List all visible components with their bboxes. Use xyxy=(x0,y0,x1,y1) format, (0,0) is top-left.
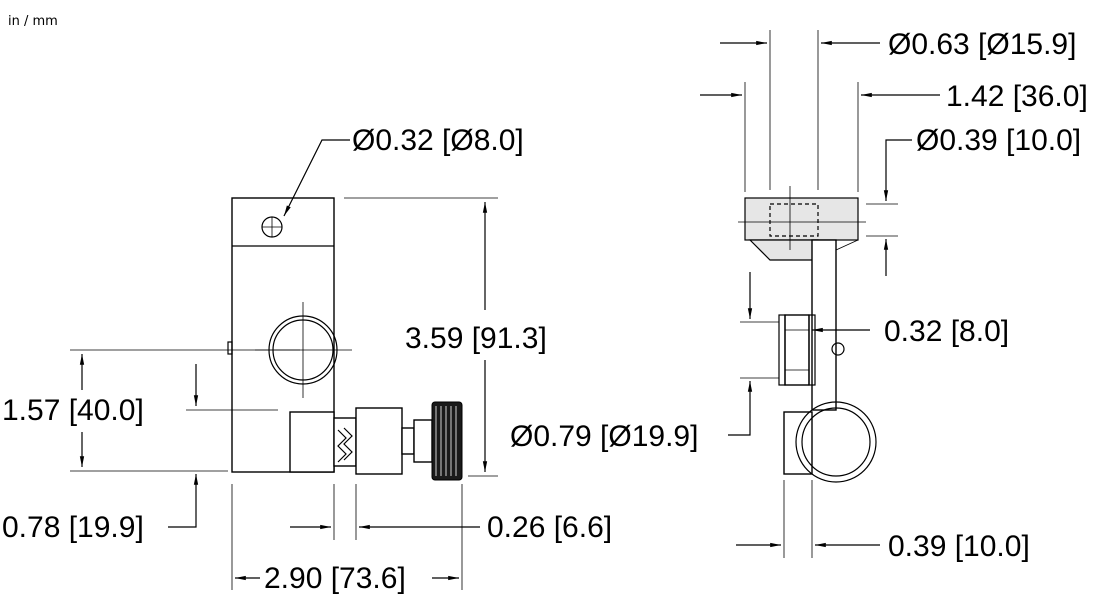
dim-bottom-width: 0.39 [10.0] xyxy=(888,530,1030,563)
front-view xyxy=(227,197,463,481)
knurled-knob xyxy=(431,401,463,481)
dim-side-hole-dia: Ø0.39 [10.0] xyxy=(916,124,1081,157)
side-bottom-block xyxy=(783,411,813,475)
screw-collar xyxy=(355,407,403,475)
dim-center-height: 1.57 [40.0] xyxy=(2,394,144,427)
dim-slot-width: 0.32 [8.0] xyxy=(884,315,1009,348)
slot-section xyxy=(784,314,810,386)
side-view xyxy=(738,186,877,483)
spring xyxy=(337,429,347,463)
dim-thread-gap: 0.26 [6.6] xyxy=(487,511,612,544)
side-dimensions xyxy=(700,30,940,558)
units-label: in / mm xyxy=(8,14,58,29)
screw-housing xyxy=(289,411,335,473)
dim-rod-dia: Ø0.63 [Ø15.9] xyxy=(888,28,1076,61)
dim-overall-height: 3.59 [91.3] xyxy=(405,322,547,355)
side-post xyxy=(811,239,837,411)
side-knob xyxy=(795,401,877,483)
front-dimensions xyxy=(70,139,498,590)
dim-base-offset: 0.78 [19.9] xyxy=(2,511,144,544)
dim-knob-dia: Ø0.79 [Ø19.9] xyxy=(510,420,698,453)
dim-overall-width: 2.90 [73.6] xyxy=(264,562,406,595)
dim-top-hole-dia: Ø0.32 [Ø8.0] xyxy=(352,124,524,157)
dim-side-depth: 1.42 [36.0] xyxy=(946,80,1088,113)
